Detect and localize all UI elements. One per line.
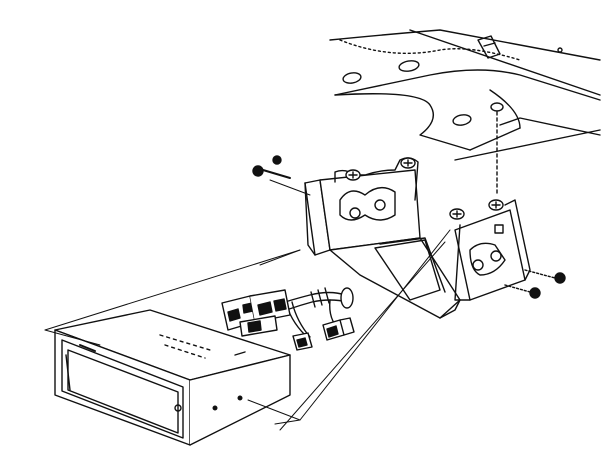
mounting-bracket [305, 158, 530, 318]
dashboard-slot [478, 36, 500, 58]
cross-recess-screw [253, 156, 565, 298]
dashboard-mounting-surface [330, 30, 600, 160]
connector-plug [222, 290, 354, 350]
leader-line [45, 180, 450, 430]
audio-head-unit [55, 310, 290, 445]
